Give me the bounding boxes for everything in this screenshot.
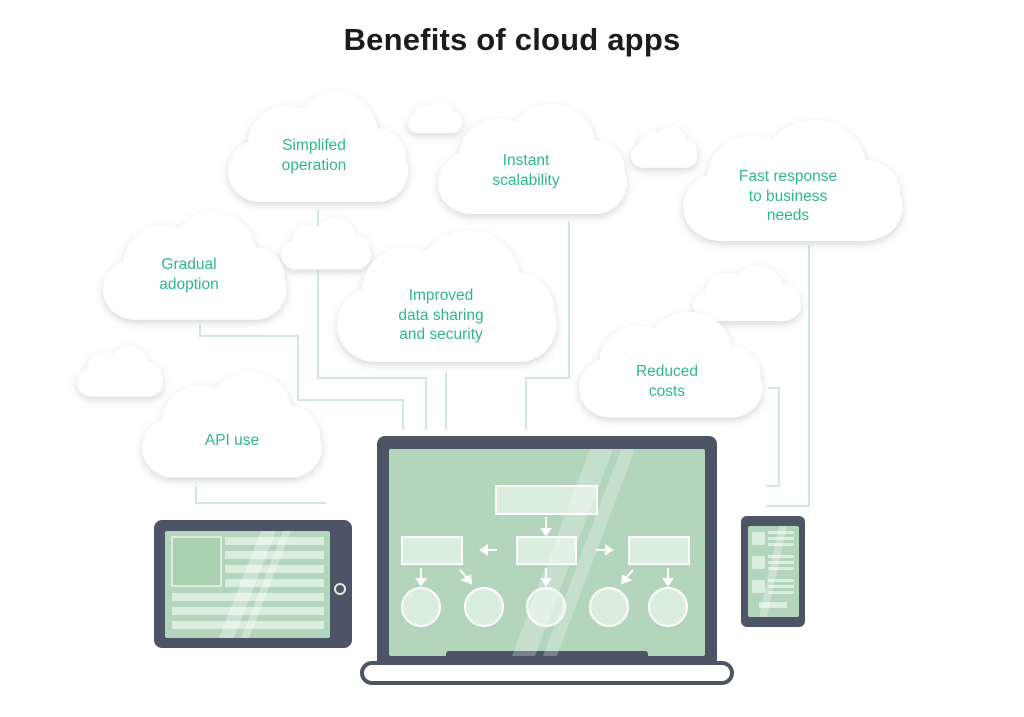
cloud-api-use <box>142 372 322 478</box>
connector-gradual <box>199 325 404 430</box>
small-cloud-icon <box>631 126 698 168</box>
small-cloud-icon <box>693 266 801 321</box>
small-cloud-icon <box>408 100 462 133</box>
connector-api <box>195 486 326 504</box>
laptop-icon <box>360 436 734 685</box>
small-cloud-icon <box>281 218 371 270</box>
label-instant-scalability: Instant scalability <box>492 152 560 189</box>
label-simplified-operation: Simplifed operation <box>281 137 347 174</box>
small-cloud-icon <box>77 346 164 397</box>
connector-instant <box>525 222 570 430</box>
connector-fast-response <box>766 245 810 507</box>
label-api-use: API use <box>204 432 260 449</box>
connector-simplified <box>317 210 427 430</box>
connector-lines <box>195 210 810 507</box>
tablet-icon <box>154 520 352 648</box>
connector-reduced <box>766 387 780 487</box>
smartphone-icon <box>741 516 805 627</box>
page-title: Benefits of cloud apps <box>343 22 681 57</box>
label-reduced-costs: Reduced costs <box>635 363 699 400</box>
label-improved-data-sharing: Improved data sharing and security <box>398 287 484 343</box>
label-gradual-adoption: Gradual adoption <box>159 256 219 293</box>
label-fast-response: Fast response to business needs <box>738 168 838 224</box>
